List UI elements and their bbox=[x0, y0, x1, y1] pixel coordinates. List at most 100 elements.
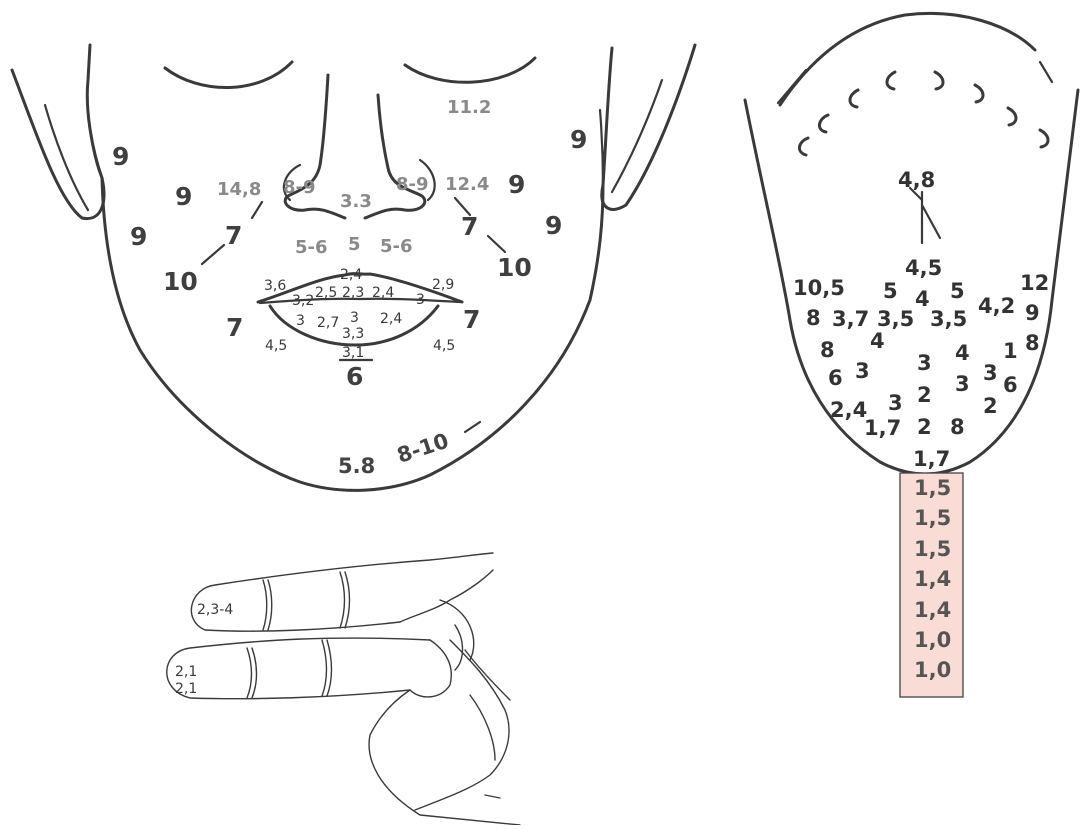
tongue-value: 2 bbox=[917, 415, 932, 439]
face-value: 10 bbox=[497, 253, 532, 282]
face-value: 2,7 bbox=[317, 315, 339, 331]
face-value: 8-9 bbox=[396, 174, 429, 195]
tongue-value: 3 bbox=[917, 351, 932, 375]
tongue-value: 4,5 bbox=[905, 256, 942, 280]
face-value: 9 bbox=[508, 170, 525, 199]
strip-value: 1,5 bbox=[914, 506, 951, 530]
jaw-gap-mark bbox=[465, 422, 480, 432]
strip-value: 1,4 bbox=[914, 598, 951, 622]
nose-right bbox=[365, 95, 425, 218]
tongue-arc-dash-right bbox=[1040, 62, 1052, 82]
tongue-value: 5 bbox=[950, 279, 965, 303]
face-value: 6 bbox=[346, 362, 363, 391]
face-value: 9 bbox=[112, 142, 129, 171]
tongue-value: 3,5 bbox=[877, 307, 914, 331]
face-value: 14,8 bbox=[217, 179, 261, 200]
left-eye-line bbox=[165, 62, 292, 88]
papillae-marks bbox=[799, 72, 1048, 155]
tongue-value: 1,7 bbox=[864, 416, 901, 440]
tongue-value: 1 bbox=[1003, 339, 1018, 363]
strip-value: 1,5 bbox=[914, 537, 951, 561]
tongue-midline-mark bbox=[910, 188, 940, 243]
face-value: 2,5 bbox=[315, 285, 337, 301]
tongue-value: 10,5 bbox=[793, 276, 845, 300]
tongue-value: 3 bbox=[983, 361, 998, 385]
tongue-value: 3 bbox=[888, 391, 903, 415]
right-eye-line bbox=[405, 58, 535, 82]
tongue-tip-arc bbox=[780, 13, 1035, 105]
left-ear-inner bbox=[45, 105, 102, 210]
tongue-value: 1,7 bbox=[913, 447, 950, 471]
face-value: 7 bbox=[461, 212, 478, 241]
face-value: 11.2 bbox=[447, 97, 491, 118]
tongue-value: 4 bbox=[955, 341, 970, 365]
tongue-value: 8 bbox=[1025, 331, 1040, 355]
face-value: 4,5 bbox=[433, 338, 455, 354]
lower-finger-joints bbox=[247, 640, 332, 698]
face-values: 9 9 9 9 9 9 14,8 8-9 3.3 8-9 12.4 11.2 7… bbox=[112, 97, 587, 478]
face-value: 3,3 bbox=[342, 326, 364, 342]
face-value: 12.4 bbox=[445, 174, 489, 195]
finger-value: 2,1 bbox=[175, 664, 197, 680]
strip-value: 1,0 bbox=[914, 658, 951, 682]
tongue-value: 3,5 bbox=[930, 307, 967, 331]
tongue-value: 3 bbox=[955, 372, 970, 396]
tongue-value: 12 bbox=[1020, 271, 1049, 295]
highlighted-strip-values: 1,5 1,5 1,5 1,4 1,4 1,0 1,0 bbox=[914, 476, 951, 682]
face-value: 3.3 bbox=[340, 191, 372, 212]
face-value: 10 bbox=[163, 267, 198, 296]
hand-outline bbox=[369, 570, 520, 825]
face-value: 5-6 bbox=[380, 236, 413, 257]
face-value: 9 bbox=[175, 182, 192, 211]
finger-value: 2,3-4 bbox=[197, 602, 233, 618]
tongue-value: 8 bbox=[806, 306, 821, 330]
tongue-value: 8 bbox=[950, 415, 965, 439]
tongue-value: 3,7 bbox=[832, 307, 869, 331]
face-value: 7 bbox=[463, 305, 480, 334]
face-value: 3,2 bbox=[292, 293, 314, 309]
tongue-value: 4 bbox=[870, 329, 885, 353]
tongue-value: 4,8 bbox=[898, 168, 935, 192]
face-value: 4,5 bbox=[265, 338, 287, 354]
face-value: 8-10 bbox=[394, 429, 451, 468]
lower-finger-outline bbox=[167, 638, 430, 699]
tongue-value: 6 bbox=[1003, 373, 1018, 397]
tongue-value: 8 bbox=[820, 338, 835, 362]
face-value: 5-6 bbox=[295, 237, 328, 258]
face-value: 2,9 bbox=[432, 277, 454, 293]
face-value: 7 bbox=[225, 221, 242, 250]
face-value: 7 bbox=[226, 313, 243, 342]
tongue-value: 2,4 bbox=[830, 398, 867, 422]
face-value: 3 bbox=[350, 310, 359, 326]
face-value: 5.8 bbox=[338, 454, 375, 478]
face-value: 9 bbox=[130, 222, 147, 251]
upper-finger-joints bbox=[263, 572, 350, 630]
fingers-drawing bbox=[167, 553, 520, 825]
face-value: 3 bbox=[296, 313, 305, 329]
tongue-drawing bbox=[745, 13, 1078, 474]
face-value: 3 bbox=[416, 292, 425, 308]
face-value: 2,4 bbox=[372, 285, 394, 301]
tongue-value: 4,2 bbox=[978, 294, 1015, 318]
face-value: 9 bbox=[570, 125, 587, 154]
tongue-value: 6 bbox=[828, 366, 843, 390]
face-value: 2,3 bbox=[342, 285, 364, 301]
tongue-value: 4 bbox=[915, 287, 930, 311]
face-value: 9 bbox=[545, 211, 562, 240]
tongue-value: 5 bbox=[883, 279, 898, 303]
face-value: 8-9 bbox=[283, 177, 316, 198]
tongue-arc-dash-left bbox=[778, 70, 806, 103]
finger-value: 2,1 bbox=[175, 681, 197, 697]
strip-value: 1,4 bbox=[914, 567, 951, 591]
tongue-value: 9 bbox=[1025, 301, 1040, 325]
strip-value: 1,0 bbox=[914, 628, 951, 652]
face-value: 5 bbox=[348, 234, 361, 255]
thumb-outline bbox=[440, 600, 500, 798]
face-value: 2,4 bbox=[340, 267, 362, 283]
face-value: 3,1 bbox=[342, 345, 364, 361]
tongue-value: 2 bbox=[983, 394, 998, 418]
tongue-value: 2 bbox=[917, 383, 932, 407]
tongue-value: 3 bbox=[855, 359, 870, 383]
face-value: 2,4 bbox=[380, 311, 402, 327]
